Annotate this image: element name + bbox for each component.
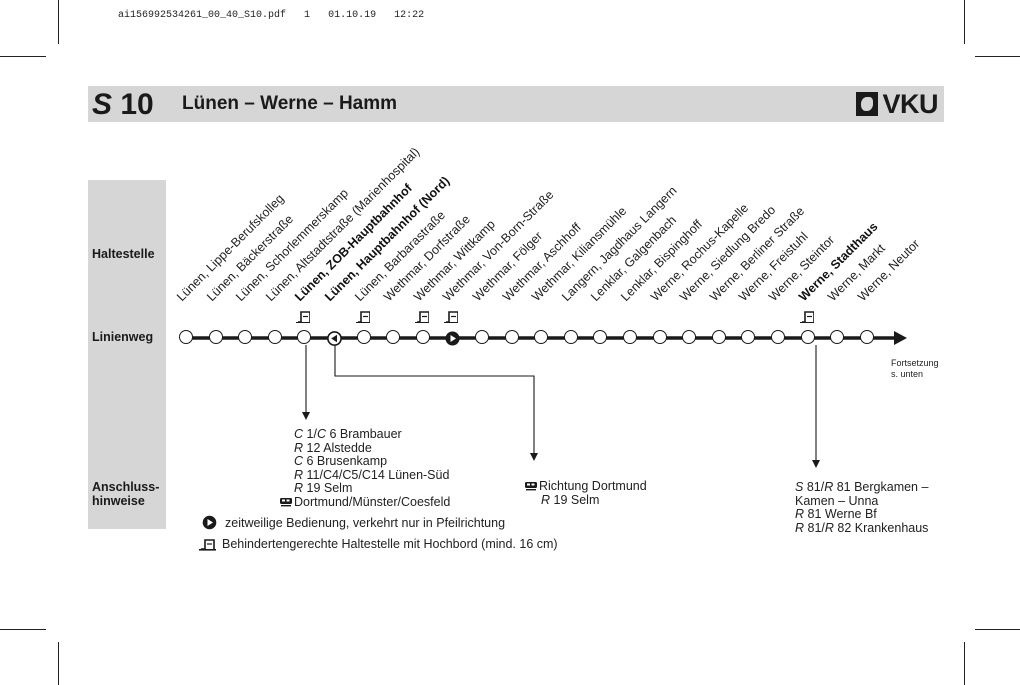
line-number: S 10 [92, 88, 154, 122]
horse-logo-icon [856, 92, 879, 116]
connection-line: R 11/C4/C5/C14 Lünen-Süd [294, 467, 450, 482]
label-haltestelle: Haltestelle [92, 247, 155, 261]
connection-line: R 19 Selm [294, 481, 353, 495]
hbf-nord-connector [334, 345, 535, 455]
stop-marker [267, 330, 282, 344]
wheelchair-bus-stop-icon [355, 311, 370, 323]
continuation-line-1: Fortsetzung [891, 358, 939, 368]
stop-marker [771, 330, 785, 344]
train-icon [525, 482, 537, 491]
connection-line: R 81/R 82 Krankenhaus [795, 520, 929, 535]
legend-accessible: Behindertengerechte Haltestelle mit Hoch… [199, 537, 558, 551]
arrow-right-circle-icon [202, 515, 217, 530]
label-column [88, 180, 166, 529]
crop-mark [964, 0, 965, 44]
connection-line: Kamen – Unna [795, 493, 879, 508]
crop-mark [58, 0, 59, 44]
stop-marker [859, 330, 874, 344]
stop-marker [238, 330, 253, 344]
arrow-right-circle-icon [445, 331, 460, 345]
label-anschluss-1: Anschluss- [92, 480, 160, 494]
connection-line: C 6 Brusenkamp [294, 454, 388, 468]
slug-page: 1 [304, 10, 311, 21]
train-icon [280, 497, 292, 506]
connections-zob: C 1/C 6 Brambauer R 12 Alstedde C 6 Brus… [280, 427, 450, 509]
legend-partial-service: zeitweilige Bedienung, verkehrt nur in P… [202, 515, 505, 530]
stop-marker [741, 330, 756, 344]
stop-marker [593, 330, 608, 344]
stop-marker [623, 330, 637, 344]
connection-line: R 12 Alstedde [294, 440, 372, 455]
line-prefix: S [92, 88, 113, 121]
wheelchair-bus-stop-icon [296, 311, 311, 323]
wheelchair-bus-stop-icon [444, 311, 459, 323]
vku-logo: VKU [856, 88, 938, 120]
stop-marker [830, 330, 845, 344]
hbf-nord-connector-arrow [530, 453, 538, 461]
stop-marker [800, 330, 815, 344]
line-number-value: 10 [120, 88, 154, 121]
connection-line: Dortmund/Münster/Coesfeld [280, 495, 450, 510]
stop-marker [504, 330, 519, 344]
connection-line: Richtung Dortmund [525, 479, 647, 494]
logo-text: VKU [882, 88, 938, 119]
label-linienweg: Linienweg [92, 330, 154, 344]
stop-marker [179, 330, 193, 344]
legend-accessible-text: Behindertengerechte Haltestelle mit Hoch… [222, 537, 558, 551]
crop-mark [0, 56, 46, 57]
continuation-line-2: s. unten [891, 369, 924, 379]
wheelchair-bus-stop-icon [414, 311, 429, 323]
slug-time: 12:22 [394, 10, 425, 21]
slug-date: 01.10.19 [328, 10, 377, 21]
stop-marker [475, 330, 489, 344]
connection-line: R 19 Selm [541, 492, 600, 507]
stop-marker [711, 330, 726, 344]
crop-mark [964, 642, 965, 685]
line-header: S 10 Lünen – Werne – Hamm VKU [88, 86, 944, 122]
stop-marker [356, 330, 371, 344]
continuation-note: Fortsetzung s. unten [891, 358, 939, 380]
stop-marker [652, 330, 667, 344]
zob-connector-arrow [302, 412, 310, 420]
legend-partial-service-text: zeitweilige Bedienung, verkehrt nur in P… [225, 515, 506, 530]
stop-marker [682, 330, 697, 344]
stop-marker [415, 330, 430, 344]
stop-marker [208, 330, 223, 344]
connection-line: R 81 Werne Bf [795, 507, 877, 521]
label-anschluss-2: hinweise [92, 494, 145, 508]
wheelchair-bus-stop-icon [799, 311, 814, 323]
connection-line: C 1/C 6 Brambauer [294, 427, 402, 441]
stop-marker [297, 330, 312, 344]
route-arrow-head [894, 331, 907, 345]
label-anschlusshinweise: Anschluss- hinweise [92, 480, 159, 508]
crop-mark [0, 629, 46, 630]
stop-marker [386, 330, 401, 344]
crop-mark [58, 642, 59, 685]
stop-marker [563, 330, 578, 344]
arrow-left-circle-icon [326, 330, 342, 346]
slug-file: ai156992534261_00_40_S10.pdf [118, 10, 287, 21]
connection-line: S 81/R 81 Bergkamen – [795, 480, 929, 494]
wheelchair-bus-stop-icon [199, 539, 216, 551]
crop-mark [975, 56, 1020, 57]
connections-hbf-nord: Richtung Dortmund R 19 Selm [525, 479, 647, 507]
print-slug: ai156992534261_00_40_S10.pdf 1 01.10.19 … [118, 10, 436, 21]
crop-mark [975, 629, 1020, 630]
route-title: Lünen – Werne – Hamm [182, 93, 398, 114]
stadthaus-connector-arrow [812, 460, 820, 468]
stop-marker [534, 330, 549, 344]
connections-stadthaus: S 81/R 81 Bergkamen – Kamen – Unna R 81 … [795, 480, 929, 535]
